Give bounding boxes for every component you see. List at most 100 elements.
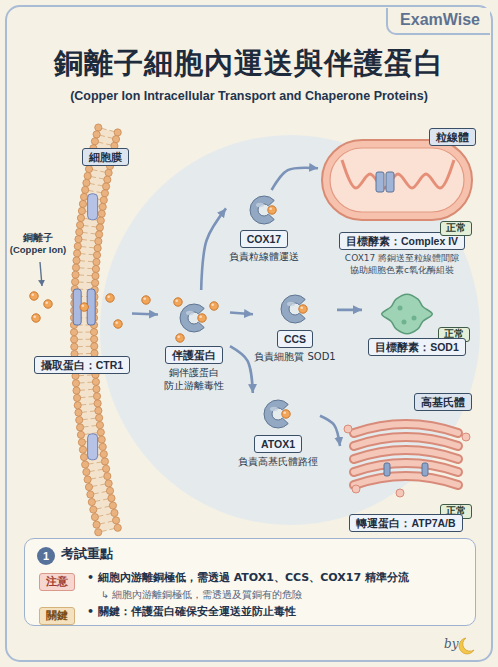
lipid-head — [100, 451, 107, 458]
ion-shine — [45, 301, 48, 304]
golgi-cisterna — [354, 424, 458, 433]
lipid-tail — [90, 240, 95, 242]
mito-outer — [322, 140, 472, 220]
ion-shine — [115, 321, 118, 324]
tag-label: 關鍵 — [39, 607, 75, 625]
lipid-tail — [86, 339, 91, 340]
lipid-head — [76, 228, 83, 235]
copper-ion — [210, 302, 218, 310]
lipid-tail — [102, 128, 107, 129]
golgi-cisterna — [354, 450, 458, 459]
lipid-head — [76, 221, 83, 228]
lipid-head — [76, 424, 83, 431]
lipid-tail — [81, 397, 86, 398]
art-shape — [132, 168, 362, 446]
ion-body — [106, 294, 114, 302]
golgi-cisterna — [354, 450, 458, 459]
lipid-tail — [88, 389, 93, 390]
lipid-head — [105, 169, 112, 176]
ion-shine — [283, 411, 286, 414]
lipid-head — [73, 394, 80, 401]
lipid-head — [70, 329, 77, 336]
lipid-head — [80, 193, 87, 200]
lipid-head — [73, 387, 80, 394]
lipid-tail — [80, 389, 85, 390]
lipid-head — [87, 491, 94, 498]
ion-shine — [269, 207, 272, 210]
lipid-tail — [97, 508, 102, 509]
lipid-tail — [80, 260, 85, 261]
copper-ion — [174, 298, 182, 306]
moon-symbol — [459, 638, 474, 654]
protein-label: 攝取蛋白：CTR1 — [34, 356, 130, 374]
organelle-node: 高基氏體 — [340, 393, 472, 499]
lipid-head — [104, 176, 111, 183]
lipid-tail — [81, 404, 86, 405]
lipid-tail — [92, 485, 97, 487]
golgi-cisterna — [354, 424, 458, 433]
protein-label: 伴護蛋白 — [165, 346, 223, 364]
golgi-cisterna — [354, 476, 458, 485]
lipid-head — [114, 524, 121, 531]
lipid-head — [93, 393, 100, 400]
lipid-tail — [92, 169, 97, 171]
lipid-head — [90, 328, 97, 335]
lipid-head — [105, 480, 112, 487]
copper-ion — [106, 294, 114, 302]
lipid-head — [91, 343, 98, 350]
tag-label: 注意 — [39, 573, 75, 591]
lipid-head — [91, 336, 98, 343]
protein-label: ATOX1 — [254, 435, 302, 453]
golgi-cisterna — [354, 463, 458, 472]
enzyme-spot — [398, 306, 403, 311]
lipid-head — [78, 207, 85, 214]
lipid-head — [94, 400, 101, 407]
lipid-head — [102, 183, 109, 190]
ion-body — [176, 334, 184, 342]
number-badge: 1 — [37, 545, 55, 565]
membrane-protein — [88, 194, 98, 220]
lipid-tail — [78, 339, 83, 340]
atp7-transporter — [384, 463, 390, 476]
lipid-tail — [100, 171, 105, 173]
ion-shine — [143, 297, 146, 300]
chaperone-shine — [287, 302, 295, 306]
lipid-head — [92, 272, 99, 279]
lipid-head — [97, 429, 104, 436]
lipid-head — [92, 378, 99, 385]
lipid-tail — [97, 462, 102, 464]
lipid-head — [96, 421, 103, 428]
panel-point: • 關鍵：伴護蛋白確保安全運送並防止毒性 — [87, 605, 469, 619]
section-label: 粒線體 — [429, 128, 476, 146]
lipid-tail — [87, 374, 92, 375]
membrane-protein — [88, 434, 98, 460]
sod1-enzyme — [382, 294, 433, 334]
lipid-head — [73, 257, 80, 264]
flow-arrow — [320, 416, 340, 446]
panel-point: • 細胞內游離銅極低，需透過 ATOX1、CCS、COX17 精準分流 — [87, 571, 469, 585]
lipid-tail — [89, 247, 94, 248]
protein-label: COX17 — [240, 230, 288, 248]
copper-ion — [198, 314, 206, 322]
lipid-head — [76, 416, 83, 423]
lipid-head — [112, 136, 119, 143]
golgi-cisterna — [354, 437, 458, 446]
lipid-tail — [90, 410, 95, 412]
lipid-head — [84, 172, 91, 179]
lipid-head — [91, 138, 98, 145]
lipid-head — [96, 231, 103, 238]
lipid-tail — [83, 419, 88, 421]
lipid-tail — [84, 225, 89, 227]
mito-cristae — [342, 160, 454, 188]
organelle-node: 粒線體 — [318, 128, 476, 224]
lipid-head — [82, 186, 89, 193]
lipid-head — [94, 245, 101, 252]
copper-ion — [282, 410, 290, 418]
lipid-head — [88, 498, 95, 505]
section-label: 高基氏體 — [414, 393, 472, 411]
protein-label: CCS — [277, 330, 313, 348]
status-tag: 正常 — [440, 216, 472, 236]
enzyme-spot — [402, 320, 407, 325]
lipid-head — [93, 521, 100, 528]
target-note: COX17 將銅送至粒線體間隙 協助細胞色素c氧化酶組裝 — [341, 253, 463, 276]
